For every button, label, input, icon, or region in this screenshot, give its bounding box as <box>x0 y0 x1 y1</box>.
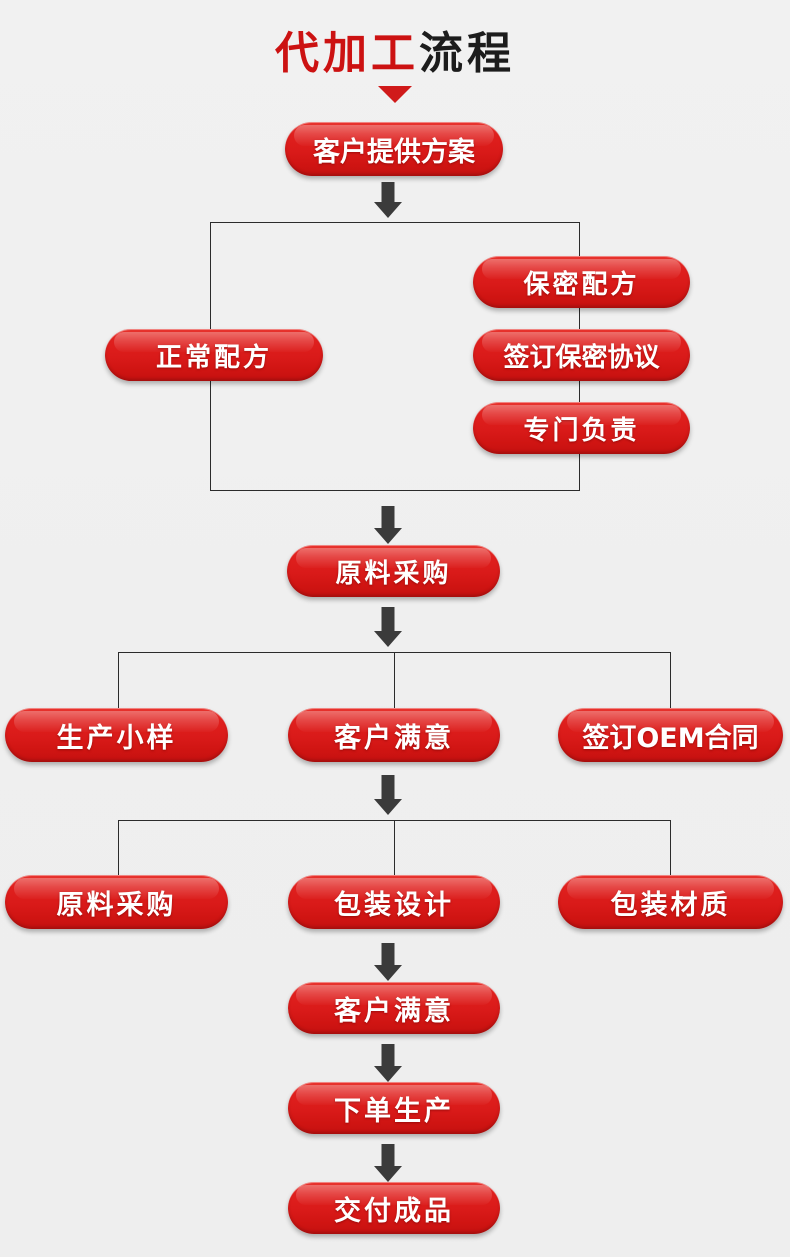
node-material-purchase-1[interactable]: 原料采购 <box>287 545 500 597</box>
node-start-label: 客户提供方案 <box>313 136 475 168</box>
arrow-down-start-to-branch <box>374 182 402 218</box>
node-place-order-production-label: 下单生产 <box>334 1095 454 1127</box>
connector-vertical-row2-left <box>118 820 119 880</box>
node-package-design-label: 包装设计 <box>334 889 454 921</box>
node-package-design[interactable]: 包装设计 <box>288 875 500 929</box>
node-start[interactable]: 客户提供方案 <box>285 122 503 176</box>
node-produce-sample-label: 生产小样 <box>56 722 177 754</box>
connector-vertical-row1-right <box>670 652 671 712</box>
node-customer-satisfied-1-label: 客户满意 <box>334 722 454 754</box>
node-sign-oem-contract-label: 签订OEM合同 <box>582 722 759 754</box>
node-material-purchase-2[interactable]: 原料采购 <box>5 875 228 929</box>
arrow-down-material-to-row1 <box>374 607 402 647</box>
arrow-down-satisfied-to-order <box>374 1044 402 1082</box>
page-title-black-part: 流程 <box>419 28 515 79</box>
node-place-order-production[interactable]: 下单生产 <box>288 1082 500 1134</box>
node-deliver-goods-label: 交付成品 <box>334 1195 454 1227</box>
arrow-down-row1-to-row2 <box>374 775 402 815</box>
arrow-down-branch-to-material <box>374 506 402 544</box>
node-package-material[interactable]: 包装材质 <box>558 875 783 929</box>
node-produce-sample[interactable]: 生产小样 <box>5 708 228 762</box>
node-sign-nda-label: 签订保密协议 <box>503 342 660 373</box>
connector-vertical-row2-center <box>394 820 395 880</box>
node-material-purchase-2-label: 原料采购 <box>56 889 177 921</box>
node-normal-formula[interactable]: 正常配方 <box>105 329 323 381</box>
node-customer-satisfied-2[interactable]: 客户满意 <box>288 982 500 1034</box>
node-dedicated-owner-label: 专门负责 <box>523 415 640 446</box>
node-dedicated-owner[interactable]: 专门负责 <box>473 402 690 454</box>
node-package-material-label: 包装材质 <box>610 889 731 921</box>
connector-vertical-row1-left <box>118 652 119 712</box>
node-material-purchase-1-label: 原料采购 <box>335 558 452 589</box>
node-sign-nda[interactable]: 签订保密协议 <box>473 329 690 381</box>
node-normal-formula-label: 正常配方 <box>155 342 272 373</box>
node-secret-formula-label: 保密配方 <box>523 269 640 300</box>
node-sign-oem-contract[interactable]: 签订OEM合同 <box>558 708 783 762</box>
triangle-down-icon <box>378 86 412 103</box>
page-title-red-part: 代加工 <box>275 28 419 79</box>
node-secret-formula[interactable]: 保密配方 <box>473 256 690 308</box>
node-customer-satisfied-2-label: 客户满意 <box>334 995 454 1027</box>
node-customer-satisfied-1[interactable]: 客户满意 <box>288 708 500 762</box>
arrow-down-order-to-deliver <box>374 1144 402 1182</box>
page-title: 代加工流程 <box>0 28 790 80</box>
node-deliver-goods[interactable]: 交付成品 <box>288 1182 500 1234</box>
arrow-down-row2-to-satisfied <box>374 943 402 981</box>
connector-vertical-row1-center <box>394 652 395 712</box>
connector-vertical-row2-right <box>670 820 671 880</box>
